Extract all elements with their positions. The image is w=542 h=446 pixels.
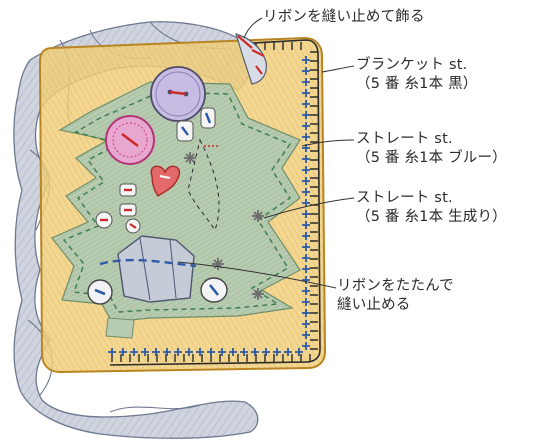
cross-stitches xyxy=(184,152,264,300)
leader-lines xyxy=(177,17,355,289)
callout-ribbon-folded: リボンをたたんで 縫い止める xyxy=(337,277,454,315)
callout-ribbon-folded-line1: リボンをたたんで xyxy=(337,278,454,294)
blue-border-stitch xyxy=(108,56,310,356)
small-buttons xyxy=(87,107,228,305)
button-pink xyxy=(105,115,155,165)
callout-straight-natural: ストレート st. （5 番 糸1本 生成り） xyxy=(356,189,507,227)
callout-straight-natural-thread: （5 番 糸1本 生成り） xyxy=(356,209,507,225)
folded-ribbon xyxy=(99,235,197,303)
callout-straight-blue-thread: （5 番 糸1本 ブルー） xyxy=(356,150,507,166)
callout-blanket-title: ブランケット st. xyxy=(356,57,468,73)
callout-ribbon-top: リボンを縫い止めて飾る xyxy=(263,8,425,27)
button-lilac xyxy=(150,66,206,122)
callout-straight-natural-title: ストレート st. xyxy=(356,190,453,206)
callout-straight-blue: ストレート st. （5 番 糸1本 ブルー） xyxy=(356,130,507,168)
callout-ribbon-folded-line2: 縫い止める xyxy=(337,297,411,313)
callout-blanket-stitch: ブランケット st. （5 番 糸1本 黒） xyxy=(356,56,477,94)
tree-trunk xyxy=(105,317,135,339)
blanket-stitch xyxy=(109,39,321,366)
heart-button xyxy=(150,165,181,197)
ribbon-top xyxy=(235,33,267,85)
callout-blanket-thread: （5 番 糸1本 黒） xyxy=(356,76,478,92)
callout-ribbon-top-text: リボンを縫い止めて飾る xyxy=(263,9,425,25)
callout-straight-blue-title: ストレート st. xyxy=(356,131,453,147)
